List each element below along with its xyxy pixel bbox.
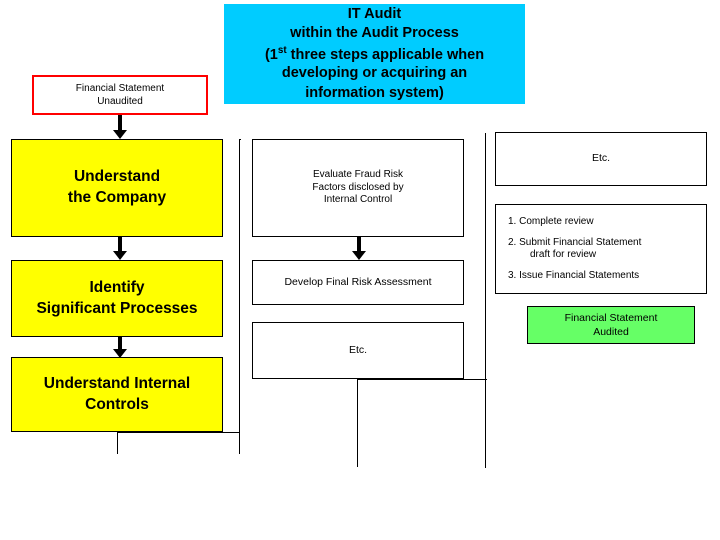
- understand-company-line-2: the Company: [67, 189, 167, 206]
- controls-line-2: Controls: [85, 395, 149, 413]
- box-financial-statement-audited: Financial Statement Audited: [527, 306, 695, 344]
- fs-unaudited-line-1: Financial Statement: [75, 83, 165, 94]
- title-line-3: (1st three steps applicable when: [265, 44, 484, 65]
- fs-audited-line-2: Audited: [593, 326, 629, 338]
- controls-line-1: Understand Internal: [43, 374, 191, 392]
- title-line-3-post: three steps applicable when: [286, 46, 485, 63]
- connector-etc-to-right: [357, 379, 487, 467]
- etc-middle-line-1: Etc.: [348, 343, 368, 356]
- connector-controls-to-fraud-risk: [117, 432, 240, 454]
- arrow-unaudited-to-understand: [113, 115, 127, 140]
- review-steps-line-3: draft for review: [530, 249, 597, 260]
- identify-line-1: Identify: [89, 278, 145, 296]
- etc-top-right-line-1: Etc.: [591, 152, 611, 165]
- title-line-3-pre: (1: [264, 46, 278, 63]
- review-steps-line-4: 3. Issue Financial Statements: [508, 269, 640, 281]
- box-develop-final-risk-assessment: Develop Final Risk Assessment: [252, 260, 464, 305]
- understand-company-line-1: Understand: [73, 168, 161, 186]
- box-etc-middle: Etc.: [252, 322, 464, 379]
- fraud-risk-line-2: Factors disclosed by: [312, 181, 404, 193]
- connector-riser-right: [485, 133, 486, 468]
- fs-unaudited-line-2: Unaudited: [97, 96, 143, 107]
- title-line-5: information system): [305, 84, 444, 101]
- diagram-title: IT Audit within the Audit Process (1st t…: [224, 4, 525, 104]
- box-financial-statement-unaudited: Financial Statement Unaudited: [32, 75, 208, 115]
- box-evaluate-fraud-risk: Evaluate Fraud Risk Factors disclosed by…: [252, 139, 464, 237]
- box-understand-internal-controls: Understand Internal Controls: [11, 357, 223, 432]
- fs-audited-line-1: Financial Statement: [564, 311, 658, 324]
- fraud-risk-line-1: Evaluate Fraud Risk: [312, 169, 404, 181]
- arrow-identify-to-controls: [113, 337, 127, 359]
- develop-final-risk-line-1: Develop Final Risk Assessment: [284, 275, 432, 288]
- connector-riser-left: [239, 139, 241, 454]
- box-review-steps: 1. Complete review 2. Submit Financial S…: [495, 204, 707, 294]
- review-steps-line-1: 1. Complete review: [508, 216, 594, 227]
- box-identify-significant-processes: Identify Significant Processes: [11, 260, 223, 337]
- arrow-understand-to-identify: [113, 237, 127, 261]
- title-line-4: developing or acquiring an: [281, 65, 468, 82]
- fraud-risk-line-3: Internal Control: [323, 194, 393, 206]
- title-line-3-sup: st: [277, 44, 287, 56]
- title-line-1: IT Audit: [347, 6, 402, 23]
- review-steps-line-2: 2. Submit Financial Statement: [508, 236, 642, 248]
- identify-line-2: Significant Processes: [36, 299, 198, 317]
- title-line-2: within the Audit Process: [290, 25, 459, 42]
- arrow-fraud-to-develop: [352, 237, 366, 261]
- box-understand-the-company: Understand the Company: [11, 139, 223, 237]
- box-etc-top-right: Etc.: [495, 132, 707, 186]
